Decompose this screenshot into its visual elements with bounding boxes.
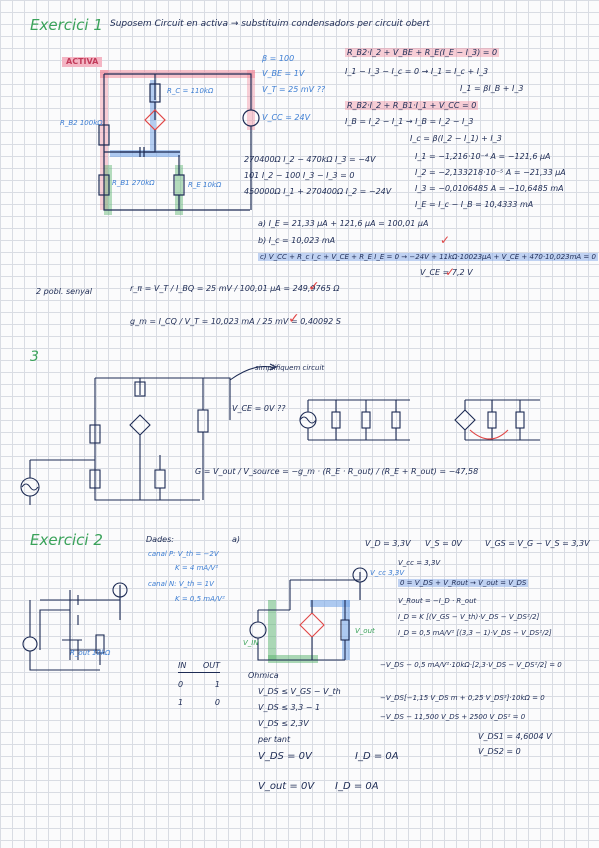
vout-label: V_out (355, 627, 375, 635)
vs-value: V_S = 0V (425, 539, 462, 548)
cond3: V_DS ≤ 2,3V (258, 719, 309, 728)
check-icon: ✓ (288, 311, 300, 327)
vout-result: V_out = 0V (258, 781, 315, 792)
vt-value: V_T = 25 mV ?? (262, 85, 326, 94)
eq1: R_B2·I_2 + V_BE + R_E(I_E − I_3) = 0 (345, 48, 500, 57)
rpi-eq: r_π = V_T / I_BQ = 25 mV / 100,01 µA = 2… (130, 284, 340, 293)
canal-n: canal N: V_th = 1V (148, 580, 214, 588)
id-eq2: I_D = 0,5 mA/V² [(3,3 − 1)·V_DS − V_DS²/… (398, 629, 552, 637)
sys1: 270400Ω I_2 − 470kΩ I_3 = −4V (244, 155, 376, 164)
table-row: 1 0 (178, 699, 220, 707)
beta-value: β = 100 (262, 54, 295, 63)
vce-result: V_CE = 7,2 V (420, 268, 473, 277)
ex2-title: Exercici 2 (30, 531, 103, 549)
per-tant: per tant (258, 735, 291, 744)
k-p: K = 4 mA/V² (175, 564, 219, 572)
truth-table: IN OUT 0 1 1 0 (178, 662, 220, 707)
root2: V_DS2 = 0 (478, 747, 521, 756)
gm-eq: g_m = I_CQ / V_T = 10,023 mA / 25 mV = 0… (130, 317, 341, 326)
eq6: I_c = β(I_2 − I_1) + I_3 (410, 134, 502, 143)
rc-label: R_C = 110kΩ (167, 87, 214, 95)
vcc-value: V_CC = 24V (262, 113, 311, 122)
vce-zero-note: V_CE = 0V ?? (232, 404, 286, 413)
gain-eq: G = V_out / V_source = −g_m · (R_E · R_o… (195, 467, 479, 476)
eq4: R_B2·I_2 + R_B1·I_1 + V_CC = 0 (345, 101, 479, 110)
eq-c: −V_DS − 11,500 V_DS + 2500 V_DS² = 0 (380, 713, 526, 721)
part-a-label: a) (232, 535, 241, 544)
k-n: K = 0,5 mA/V² (175, 595, 225, 603)
simplified-note: simplifiquem circuit (255, 364, 325, 372)
answer-b: b) I_c = 10,023 mA (258, 236, 336, 245)
answer-a: a) I_E = 21,33 µA + 121,6 µA = 100,01 µA (258, 219, 429, 228)
q3-label: 3 (30, 349, 39, 365)
eq-a: −V_DS − 0,5 mA/V²·10kΩ·[2,3·V_DS − V_DS²… (380, 661, 562, 669)
q2-label: 2 pobl. senyal (36, 287, 93, 296)
sol4: I_E = I_c − I_B = 10,4333 mA (415, 200, 534, 209)
sys2: 101 I_2 − 100 I_3 − I_3 = 0 (244, 171, 355, 180)
loop2: V_Rout = −I_D · R_out (398, 597, 477, 605)
truth-cell: 1 (178, 698, 184, 707)
vcc-right: V_cc 3,3V (370, 569, 405, 577)
rout-label: R_out 10kΩ (70, 649, 111, 657)
ex1-subtitle: Suposem Circuit en activa → substituim c… (110, 19, 430, 29)
eq5: I_B = I_2 − I_1 → I_B = I_2 − I_3 (345, 117, 474, 126)
id-eq1: I_D = K [(V_GS − V_th)·V_DS − V_DS²/2] (398, 613, 540, 621)
rb2-label: R_B2 100kΩ (60, 119, 103, 127)
rb1-label: R_B1 270kΩ (112, 179, 155, 187)
check-icon: ✓ (308, 279, 320, 295)
id-result-2: I_D = 0A (335, 781, 379, 792)
dades-label: Dades: (146, 535, 174, 544)
vin-label: V_IN (243, 639, 259, 647)
loop1: 0 = V_DS + V_Rout → V_out = V_DS (398, 579, 529, 587)
cond2: V_DS ≤ 3,3 − 1 (258, 703, 321, 712)
ex1-title: Exercici 1 (30, 16, 103, 34)
sol2: I_2 = −2,133218·10⁻⁵ A = −21,33 µA (415, 168, 566, 177)
sys3: 450000Ω I_1 + 270400Ω I_2 = −24V (244, 187, 392, 196)
check-icon: ✓ (445, 265, 456, 279)
truth-head-in: IN (178, 661, 187, 670)
vds-result: V_DS = 0V (258, 751, 312, 762)
ohmica-label: Ohmica (248, 671, 279, 680)
ex2-left-circuit (22, 582, 128, 671)
sol3: I_3 = −0,0106485 A = −10,6485 mA (415, 184, 564, 193)
truth-cell: 0 (178, 680, 184, 689)
eq2: I_1 − I_3 − I_c = 0 → I_1 = I_c + I_3 (345, 67, 489, 76)
answer-c: c) V_CC + R_c I_c + V_CE + R_E I_E = 0 →… (258, 253, 598, 261)
activa-badge: ACTIVA (62, 57, 103, 67)
vgs-value: V_GS = V_G − V_S = 3,3V (485, 539, 590, 548)
cond1: V_DS ≤ V_GS − V_th (258, 687, 341, 696)
id-result: I_D = 0A (355, 751, 399, 762)
truth-table-header: IN OUT (178, 662, 220, 673)
truth-head-out: OUT (202, 661, 220, 670)
ex3-circuit (20, 363, 540, 505)
canal-p: canal P: V_th = −2V (148, 550, 219, 558)
re-label: R_E 10kΩ (188, 181, 222, 189)
vcc-eq: V_cc = 3,3V (398, 559, 441, 567)
ex1-circuit (98, 70, 260, 215)
truth-cell: 0 (214, 698, 220, 707)
ex2-right-circuit (249, 567, 368, 663)
sol1: I_1 = −1,216·10⁻⁴ A = −121,6 µA (415, 152, 551, 161)
root1: V_DS1 = 4,6004 V (478, 732, 552, 741)
vd-value: V_D = 3,3V (365, 539, 411, 548)
eq3: I_1 = βI_B + I_3 (460, 84, 524, 93)
check-icon: ✓ (440, 233, 451, 247)
table-row: 0 1 (178, 681, 220, 689)
eq-b: −V_DS[−1,15 V_DS m + 0,25 V_DS²]·10kΩ = … (380, 694, 545, 702)
truth-cell: 1 (214, 680, 220, 689)
vbe-value: V_BE = 1V (262, 69, 305, 78)
